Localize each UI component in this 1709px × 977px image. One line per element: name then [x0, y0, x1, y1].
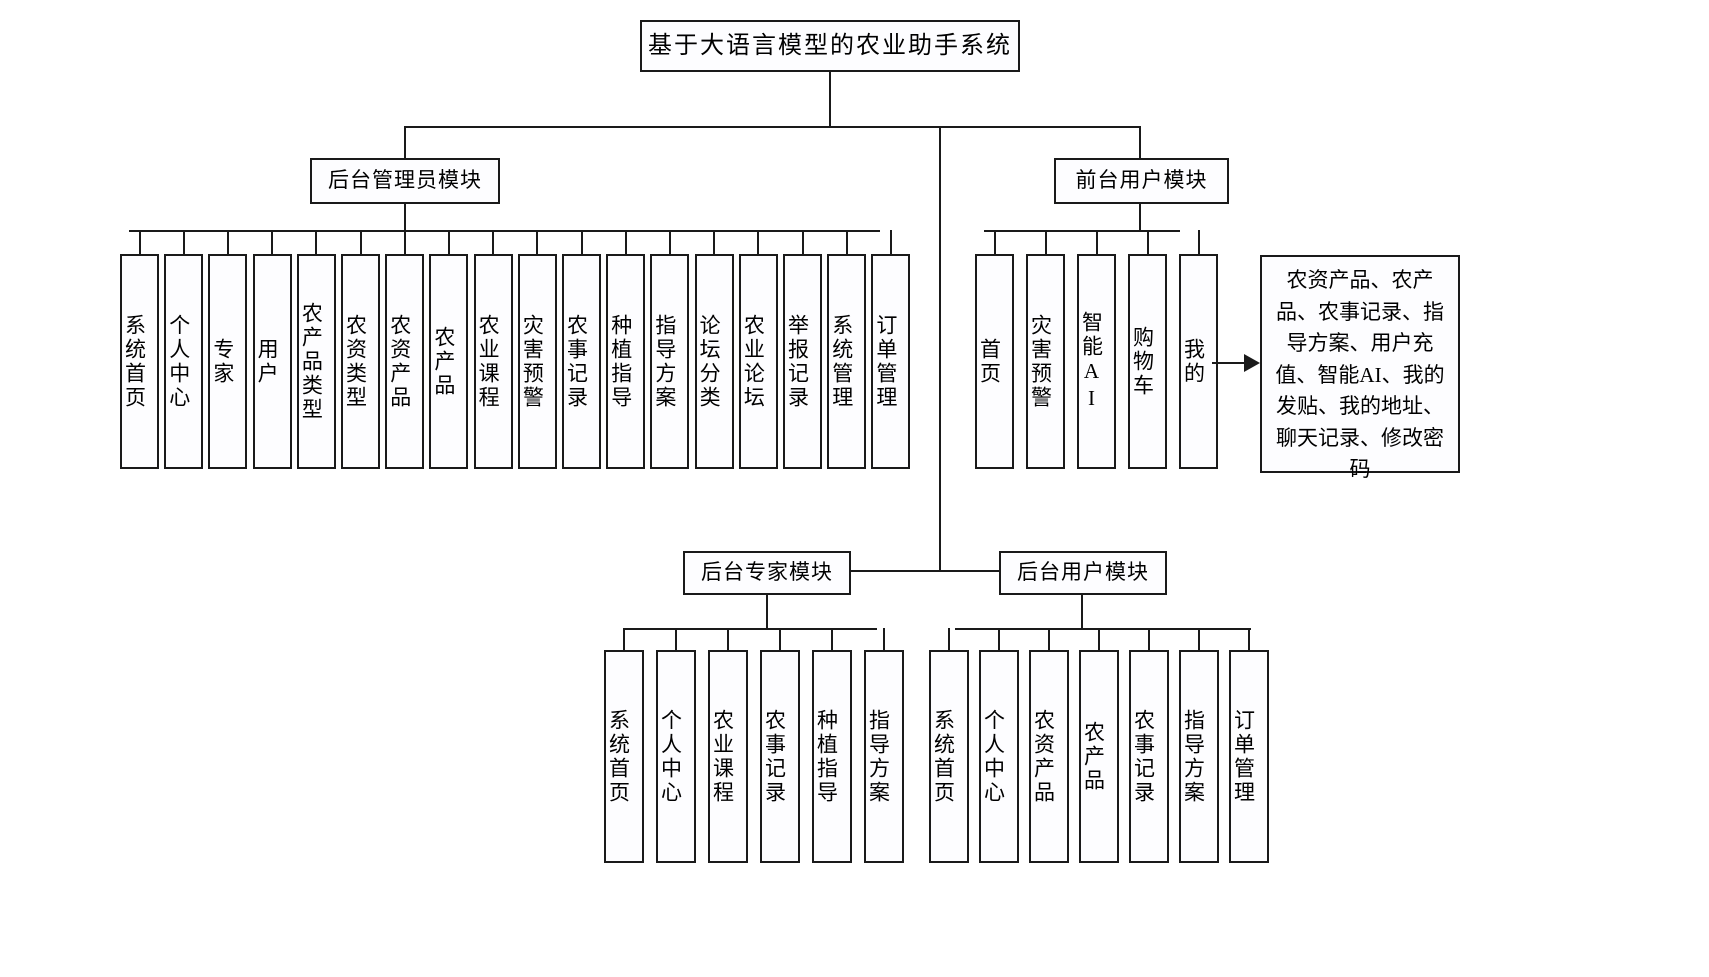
connector-expert-leaf-2 [727, 628, 729, 650]
connector-expert-stem [766, 595, 768, 628]
leaf-node-expert-2: 农业课程 [708, 650, 748, 863]
leaf-node-front_user-1: 灾害预警 [1026, 254, 1065, 469]
connector-admin-stem [404, 204, 406, 230]
detail-box-my-account: 农资产品、农产品、农事记录、指导方案、用户充值、智能AI、我的发贴、我的地址、聊… [1260, 255, 1460, 481]
module-node-expert: 后台专家模块 [683, 551, 851, 595]
connector-back_user-leaf-4 [1148, 628, 1150, 650]
connector-admin-leaf-16 [845, 230, 848, 254]
leaf-node-front_user-0: 首页 [975, 254, 1014, 469]
connector-back_user-leaf-1 [998, 628, 1000, 650]
connector-admin-leaf-7 [447, 230, 450, 254]
leaf-node-back_user-0: 系统首页 [929, 650, 969, 863]
leaf-node-admin-2: 专家 [208, 254, 248, 469]
module-node-front-user: 前台用户模块 [1054, 158, 1229, 204]
connector-admin-bus [129, 230, 880, 232]
connector-admin-leaf-4 [315, 230, 318, 254]
module-node-back-user: 后台用户模块 [999, 551, 1167, 595]
connector-back-user-stem [1081, 595, 1083, 628]
leaf-node-back_user-5: 指导方案 [1179, 650, 1219, 863]
leaf-node-admin-10: 农事记录 [562, 254, 601, 469]
leaf-node-front_user-2: 智能AI [1077, 254, 1116, 469]
connector-admin-leaf-17 [889, 230, 892, 254]
module-node-admin: 后台管理员模块 [310, 158, 500, 204]
connector-back-user-bus [955, 628, 1251, 630]
connector-back_user-leaf-6 [1248, 628, 1250, 650]
connector-expert-leaf-4 [831, 628, 833, 650]
leaf-node-admin-6: 农资产品 [385, 254, 425, 469]
connector-root-bus [404, 126, 1141, 128]
leaf-node-expert-0: 系统首页 [604, 650, 644, 863]
connector-lower-bus [766, 570, 1082, 572]
leaf-node-front_user-3: 购物车 [1128, 254, 1167, 469]
connector-front_user-leaf-0 [993, 230, 996, 254]
connector-admin-leaf-3 [271, 230, 274, 254]
connector-admin-leaf-1 [182, 230, 185, 254]
connector-my-to-detail [1212, 362, 1246, 364]
leaf-node-admin-14: 农业论坛 [738, 254, 778, 469]
leaf-node-admin-17: 订单管理 [871, 254, 911, 469]
connector-expert-leaf-5 [883, 628, 885, 650]
connector-root-to-front-user [1139, 126, 1141, 158]
connector-front_user-leaf-3 [1146, 230, 1149, 254]
connector-admin-leaf-9 [536, 230, 539, 254]
connector-admin-leaf-15 [801, 230, 804, 254]
leaf-node-expert-3: 农事记录 [760, 650, 800, 863]
connector-front_user-leaf-4 [1197, 230, 1200, 254]
leaf-node-admin-11: 种植指导 [606, 254, 646, 469]
connector-back_user-leaf-3 [1098, 628, 1100, 650]
leaf-node-expert-1: 个人中心 [656, 650, 696, 863]
leaf-node-back_user-4: 农事记录 [1129, 650, 1169, 863]
connector-back_user-leaf-2 [1048, 628, 1050, 650]
leaf-node-admin-16: 系统管理 [827, 254, 867, 469]
connector-front_user-leaf-2 [1095, 230, 1098, 254]
connector-admin-leaf-14 [757, 230, 760, 254]
connector-front-user-bus [984, 230, 1180, 232]
connector-front-user-stem [1139, 204, 1141, 230]
leaf-node-back_user-1: 个人中心 [979, 650, 1019, 863]
leaf-node-expert-5: 指导方案 [864, 650, 904, 863]
leaf-node-back_user-2: 农资产品 [1029, 650, 1069, 863]
leaf-node-admin-0: 系统首页 [120, 254, 159, 469]
leaf-node-admin-4: 农产品类型 [296, 254, 336, 469]
connector-admin-leaf-5 [359, 230, 362, 254]
leaf-node-front_user-4: 我的 [1179, 254, 1218, 469]
leaf-node-back_user-6: 订单管理 [1229, 650, 1269, 863]
leaf-node-expert-4: 种植指导 [812, 650, 852, 863]
connector-root-to-lower [939, 126, 941, 570]
leaf-node-admin-13: 论坛分类 [694, 254, 734, 469]
connector-admin-leaf-10 [580, 230, 583, 254]
connector-admin-leaf-8 [492, 230, 495, 254]
connector-admin-leaf-0 [138, 230, 141, 254]
leaf-node-admin-9: 灾害预警 [517, 254, 557, 469]
leaf-node-admin-8: 农业课程 [473, 254, 513, 469]
connector-back_user-leaf-0 [948, 628, 950, 650]
connector-admin-leaf-11 [624, 230, 627, 254]
connector-back_user-leaf-5 [1198, 628, 1200, 650]
connector-admin-leaf-6 [403, 230, 406, 254]
connector-expert-bus [623, 628, 877, 630]
leaf-node-admin-15: 举报记录 [783, 254, 822, 469]
connector-expert-leaf-3 [779, 628, 781, 650]
root-node-system-title: 基于大语言模型的农业助手系统 [640, 20, 1020, 72]
connector-root-stem [829, 72, 831, 126]
leaf-node-admin-1: 个人中心 [164, 254, 204, 469]
connector-expert-leaf-1 [675, 628, 677, 650]
leaf-node-admin-3: 用户 [252, 254, 292, 469]
connector-root-to-admin [404, 126, 406, 158]
leaf-node-admin-12: 指导方案 [650, 254, 690, 469]
connector-admin-leaf-13 [713, 230, 716, 254]
leaf-node-admin-5: 农资类型 [341, 254, 380, 469]
connector-expert-leaf-0 [623, 628, 625, 650]
arrow-head-icon [1244, 354, 1260, 372]
connector-admin-leaf-12 [668, 230, 671, 254]
leaf-node-admin-7: 农产品 [429, 254, 469, 469]
leaf-node-back_user-3: 农产品 [1079, 650, 1119, 863]
connector-front_user-leaf-1 [1044, 230, 1047, 254]
connector-admin-leaf-2 [226, 230, 229, 254]
